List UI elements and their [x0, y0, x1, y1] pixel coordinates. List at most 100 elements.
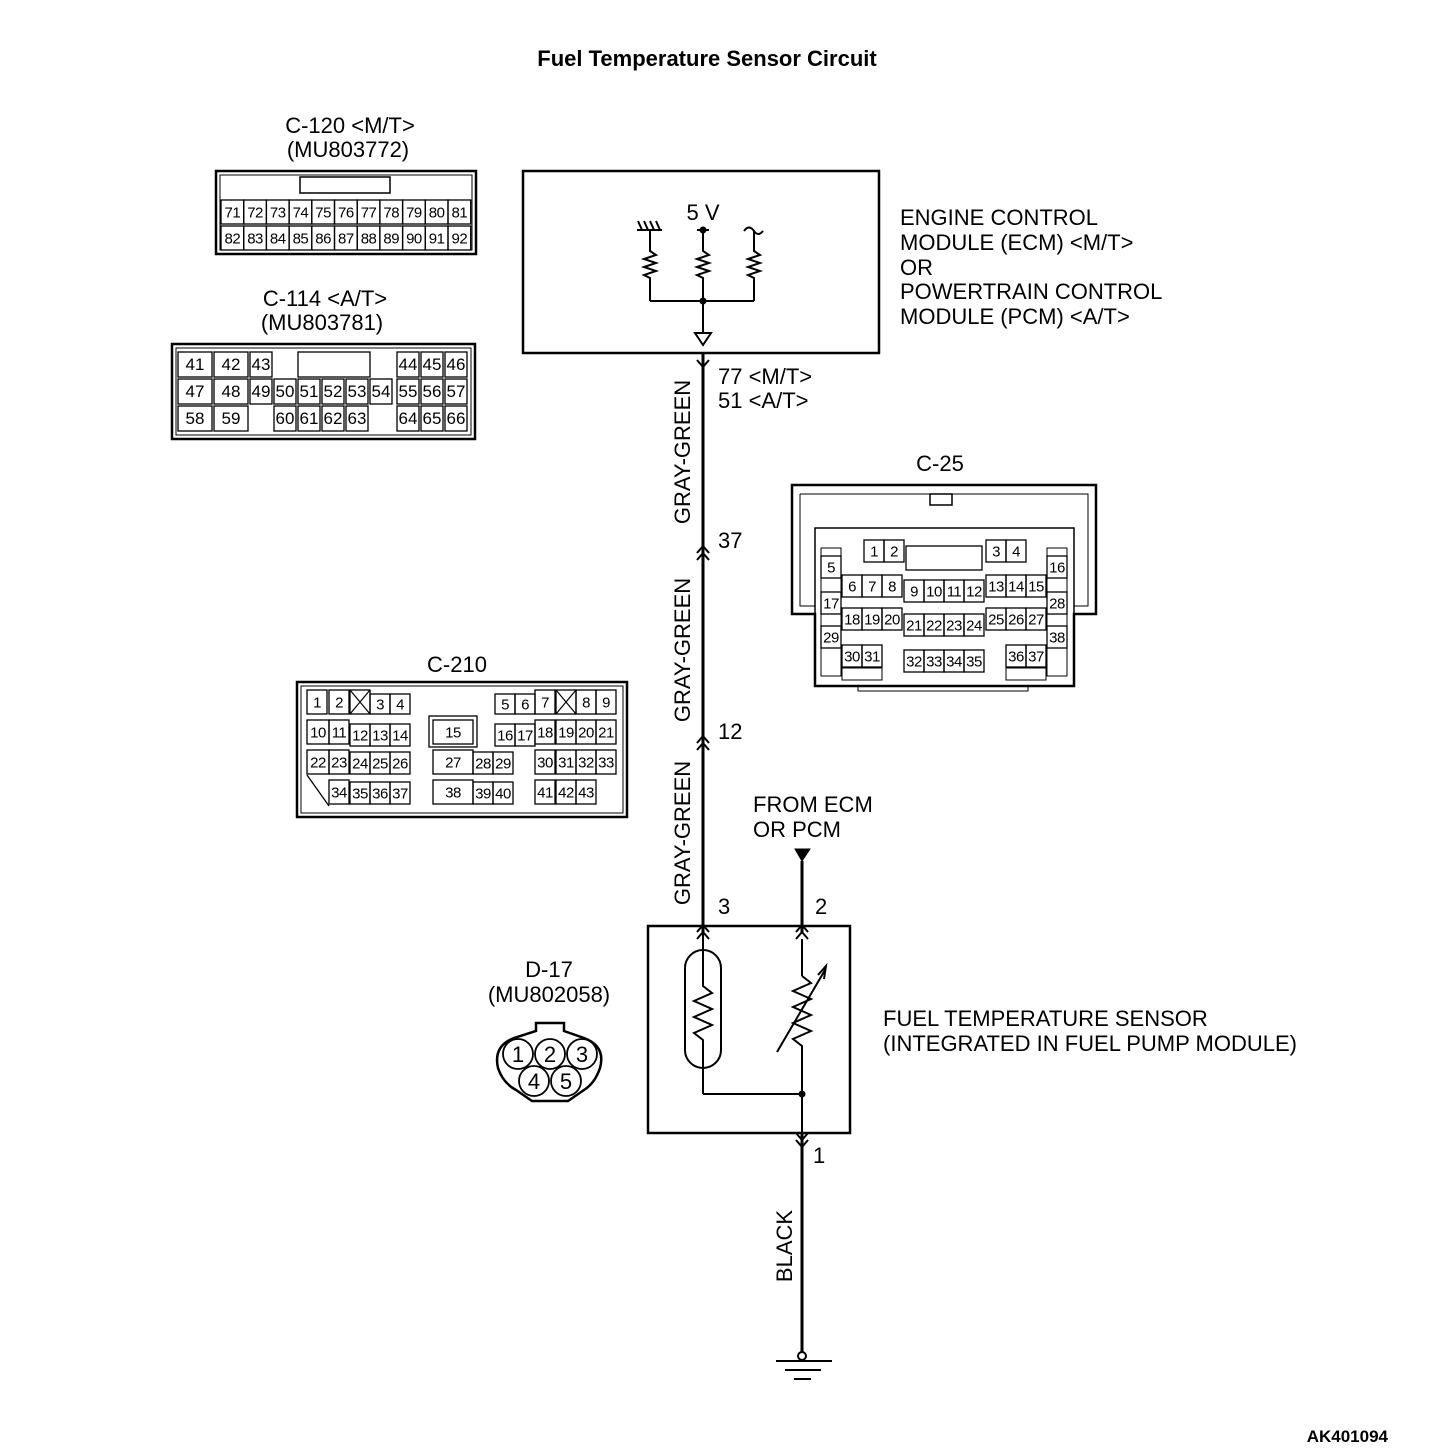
pin-number: 35	[352, 786, 368, 803]
pin-cell	[273, 378, 297, 405]
pin-cavity	[550, 1065, 582, 1097]
wire-color-ground: BLACK	[772, 1210, 797, 1282]
pin-number: 53	[348, 382, 367, 401]
pin-number: 2	[335, 695, 343, 712]
pin-number: 27	[1028, 612, 1044, 629]
pin-cell	[213, 351, 249, 378]
pin-cell	[249, 351, 273, 378]
connector-c114-part: (MU803781)	[261, 310, 383, 335]
pin-number: 54	[372, 382, 391, 401]
pin-number: 35	[966, 654, 982, 671]
pin-number: 12	[966, 584, 982, 601]
signal-icon	[743, 226, 764, 246]
pin-number: 2	[890, 544, 898, 561]
pin-cell	[328, 689, 350, 715]
pin-cell	[389, 693, 411, 715]
pin-number: 1	[313, 695, 321, 712]
pin-cell	[328, 719, 350, 745]
pin-number: 30	[844, 649, 860, 666]
pin-number: 36	[372, 786, 388, 803]
c25-side-guides	[820, 547, 1068, 681]
pin-number: 4	[528, 1069, 540, 1094]
pin-number: 16	[1049, 560, 1065, 577]
pin-number: 84	[270, 231, 286, 248]
pin-number: 2	[544, 1042, 556, 1067]
pin-number: 39	[475, 786, 491, 803]
pin-number: 59	[222, 409, 241, 428]
ecm-label-line-5: MODULE (PCM) <A/T>	[900, 304, 1130, 329]
pin-number: 41	[537, 785, 553, 802]
pin-cell	[396, 351, 420, 378]
pin-number: 28	[1049, 596, 1065, 613]
from-ecm-line-1: FROM ECM	[753, 792, 873, 817]
junction-12-mark	[696, 734, 710, 751]
pin-number: 6	[848, 579, 856, 596]
pin-cell	[432, 719, 474, 745]
pin-cell	[447, 199, 472, 225]
figure-code: AK401094	[1307, 1427, 1389, 1446]
pin-number: 38	[1049, 630, 1065, 647]
ecm-label-line-2: MODULE (ECM) <M/T>	[900, 230, 1133, 255]
pin-number: 17	[823, 596, 839, 613]
key-slant	[306, 774, 330, 807]
pin-cell	[396, 378, 420, 405]
pin-cell	[1025, 644, 1047, 668]
pin-number: 51	[300, 382, 319, 401]
blank-cavity-mark	[349, 689, 371, 715]
pin-number: 42	[222, 355, 241, 374]
pin-number: 91	[429, 231, 445, 248]
junction-37-label: 37	[718, 528, 742, 553]
sensor-label-line-2: (INTEGRATED IN FUEL PUMP MODULE)	[883, 1031, 1297, 1056]
pin-number: 43	[578, 785, 594, 802]
pin-number: 28	[475, 756, 491, 773]
pin-number: 80	[429, 205, 445, 222]
wire-color-seg2: GRAY-GREEN	[670, 578, 695, 722]
ecm-resistor-1	[640, 246, 660, 301]
pin-number: 64	[399, 409, 418, 428]
pin-number: 30	[537, 755, 553, 772]
pin-number: 72	[247, 205, 263, 222]
pin-number: 20	[578, 725, 594, 742]
connector-d17-part: (MU802058)	[488, 982, 610, 1007]
pin-number: 21	[598, 725, 614, 742]
pin-number: 1	[870, 544, 878, 561]
pin-number: 18	[844, 612, 860, 629]
sensor-terminal-3: 3	[718, 894, 730, 919]
pin-number: 7	[541, 695, 549, 712]
pin-number: 56	[423, 382, 442, 401]
pin-number: 26	[1008, 612, 1024, 629]
pin-number: 11	[947, 584, 962, 601]
pin-cell	[444, 351, 468, 378]
pin-number: 20	[884, 612, 900, 629]
pin-number: 9	[602, 695, 610, 712]
pin-number: 48	[222, 382, 241, 401]
pin-number: 33	[926, 654, 942, 671]
pin-cavity	[518, 1065, 550, 1097]
pin-number: 14	[392, 728, 408, 745]
pin-cell	[273, 405, 297, 432]
pin-number: 66	[447, 409, 466, 428]
pin-cell	[345, 405, 369, 432]
pin-number: 10	[926, 584, 942, 601]
pin-number: 23	[946, 618, 962, 635]
pin-cell	[297, 405, 321, 432]
pin-number: 4	[1012, 544, 1020, 561]
pin-15-frame	[428, 715, 478, 748]
pin-cell	[595, 689, 617, 715]
connector-c114-name: C-114 <A/T>	[263, 286, 387, 311]
pin-number: 15	[1028, 579, 1044, 596]
pin-number: 88	[361, 231, 377, 248]
pin-cell	[861, 644, 883, 668]
pin-number: 47	[186, 382, 205, 401]
pin-cavity	[534, 1038, 566, 1070]
sensor-box	[646, 924, 852, 1135]
from-ecm-line-2: OR PCM	[753, 817, 841, 842]
sensor-element-resistor	[691, 950, 715, 1068]
pin-number: 6	[521, 697, 529, 714]
pin-cell	[369, 378, 393, 405]
pin-number: 22	[926, 618, 942, 635]
lock-frame	[297, 351, 371, 378]
pin-number: 79	[406, 205, 422, 222]
